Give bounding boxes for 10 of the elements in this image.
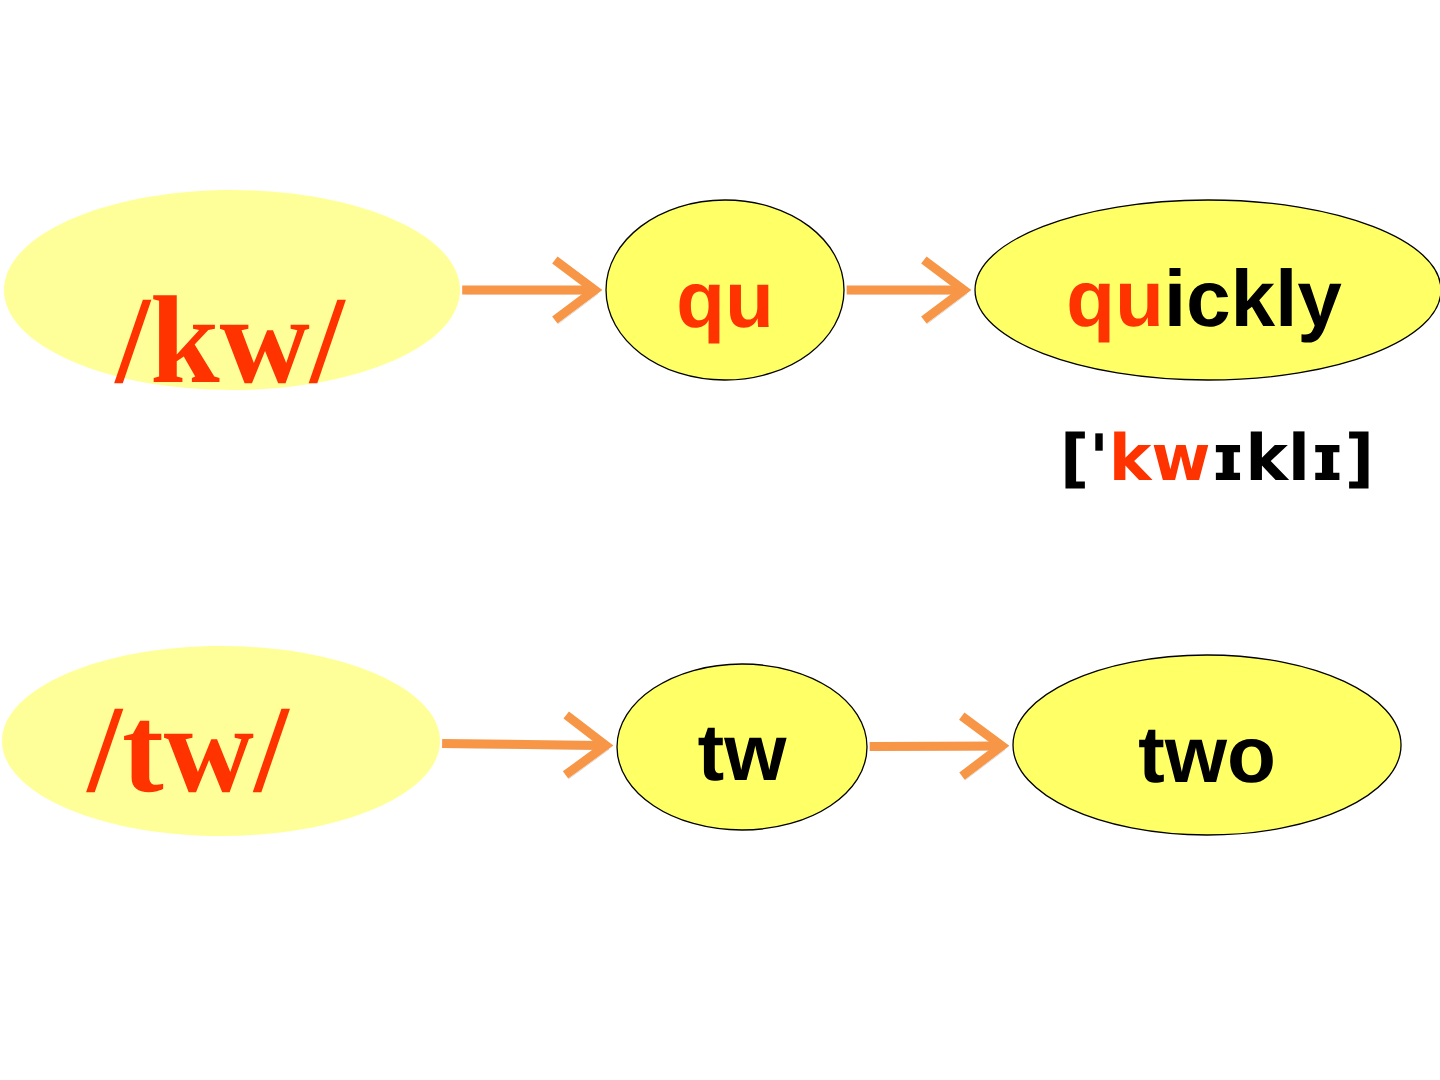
- arrow: [462, 256, 603, 325]
- ellipse-node: quickly: [974, 199, 1440, 381]
- ellipse-node: two: [1012, 654, 1402, 836]
- ellipse-node: tw: [616, 663, 868, 831]
- ellipse-node: /tw/: [2, 646, 440, 836]
- ellipse-node: /kw/: [4, 190, 460, 390]
- arrow: [869, 712, 1010, 781]
- ellipse-node: qu: [605, 199, 845, 381]
- arrow: [442, 711, 614, 780]
- transcription: ['kwɪklɪ]: [1065, 431, 1369, 489]
